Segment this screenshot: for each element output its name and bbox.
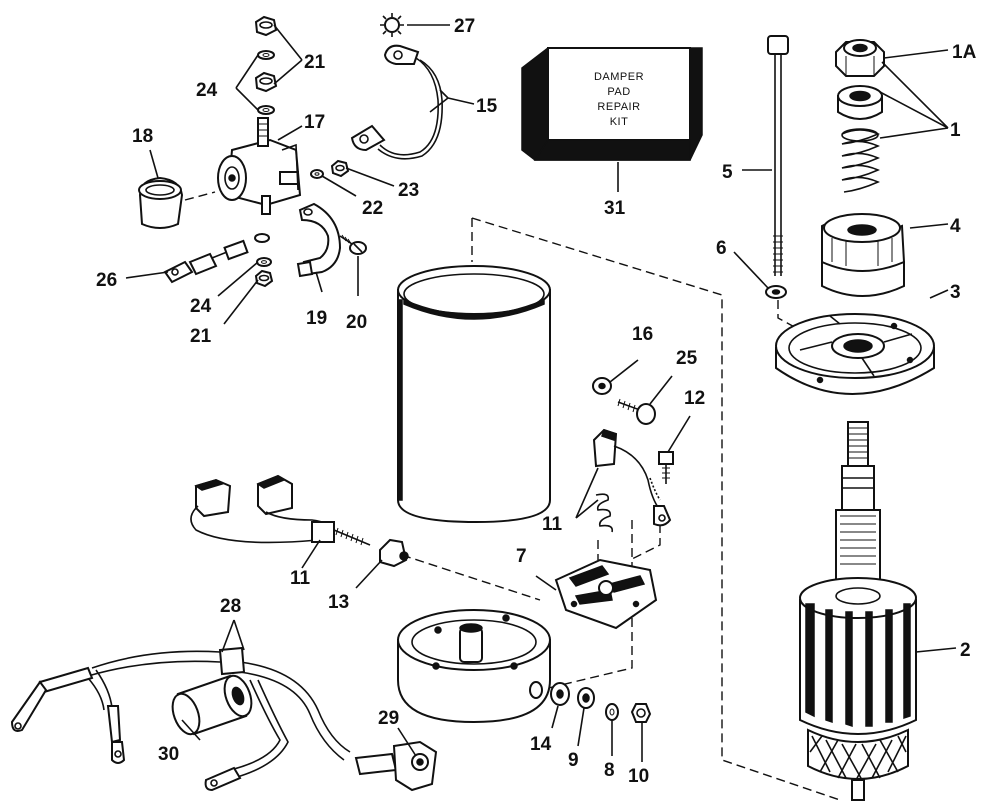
terminal-bolt-part-26 (163, 233, 270, 284)
spacer-spring-part-1 (837, 85, 883, 193)
leader-lines (125, 24, 957, 762)
screw-part-20 (339, 234, 367, 255)
kit-label-line1: DAMPER (594, 71, 644, 83)
star-washer-part-27 (380, 13, 404, 37)
bolt-part-25 (617, 398, 656, 425)
drive-pinion-part-4 (821, 213, 906, 297)
callout-27: 27 (454, 16, 475, 37)
washers-nut-parts-14-9-8-10 (550, 682, 652, 723)
callout-26: 26 (96, 270, 117, 291)
nut-part-1a (835, 39, 885, 77)
callout-22: 22 (362, 198, 383, 219)
terminal-part-29 (354, 740, 438, 792)
callout-7: 7 (516, 546, 527, 567)
callout-19: 19 (306, 308, 327, 329)
solenoid-part-17 (217, 117, 302, 215)
callout-11-left: 11 (290, 568, 311, 589)
callout-16: 16 (632, 324, 653, 345)
kit-label-line2: PAD (607, 86, 630, 98)
callout-1a: 1A (952, 42, 977, 63)
callout-14: 14 (530, 734, 552, 755)
callout-5: 5 (722, 162, 733, 183)
callout-28: 28 (220, 596, 241, 617)
through-bolt-part-5 (767, 35, 789, 276)
callout-24-bottom: 24 (190, 296, 212, 317)
callout-10: 10 (628, 766, 649, 787)
nuts-washers-top (254, 15, 278, 115)
kit-label-line4: KIT (610, 116, 629, 128)
brush-spring-part-11-right (592, 428, 672, 533)
callout-2: 2 (960, 640, 971, 661)
damper-pad-repair-kit: DAMPER PAD REPAIR KIT (521, 47, 703, 161)
lead-wire-part-15 (350, 44, 443, 160)
callout-21-top: 21 (304, 52, 326, 73)
clip-part-13 (379, 538, 409, 568)
screw-part-12 (658, 451, 674, 484)
callout-15: 15 (476, 96, 498, 117)
callout-24-top: 24 (196, 80, 218, 101)
callout-20: 20 (346, 312, 367, 333)
callout-1: 1 (950, 120, 961, 141)
callout-8: 8 (604, 760, 615, 781)
callout-11-right: 11 (542, 514, 563, 535)
callout-13: 13 (328, 592, 349, 613)
end-cap-commutator-head (397, 609, 551, 724)
callout-30: 30 (158, 744, 179, 765)
drive-end-head-part-3 (775, 313, 935, 395)
callout-21-bottom: 21 (190, 326, 212, 347)
nuts-washers-bottom (254, 257, 274, 288)
cables-part-28 (10, 646, 351, 792)
kit-label-line3: REPAIR (597, 101, 640, 113)
callout-12: 12 (684, 388, 705, 409)
callout-23: 23 (398, 180, 419, 201)
sleeve-part-30 (171, 674, 253, 736)
brush-set-part-11-left (190, 474, 371, 546)
callout-6: 6 (716, 238, 727, 259)
washer-part-16 (592, 377, 612, 395)
washer-part-6 (765, 285, 787, 299)
bracket-part-19 (296, 202, 342, 278)
brush-holder-part-7 (554, 558, 658, 630)
nut-washer-parts-22-23 (310, 159, 350, 179)
callout-3: 3 (950, 282, 961, 303)
armature-part-2 (799, 421, 917, 801)
callout-29: 29 (378, 708, 399, 729)
callout-25: 25 (676, 348, 698, 369)
callout-labels: 1A 1 2 3 4 5 6 7 8 9 10 11 11 12 13 14 1… (96, 16, 977, 787)
callout-9: 9 (568, 750, 579, 771)
callout-4: 4 (950, 216, 961, 237)
callout-18: 18 (132, 126, 153, 147)
callout-17: 17 (304, 112, 325, 133)
boot-part-18 (138, 176, 184, 229)
callout-31: 31 (604, 198, 626, 219)
frame-housing-cylinder (397, 265, 551, 524)
